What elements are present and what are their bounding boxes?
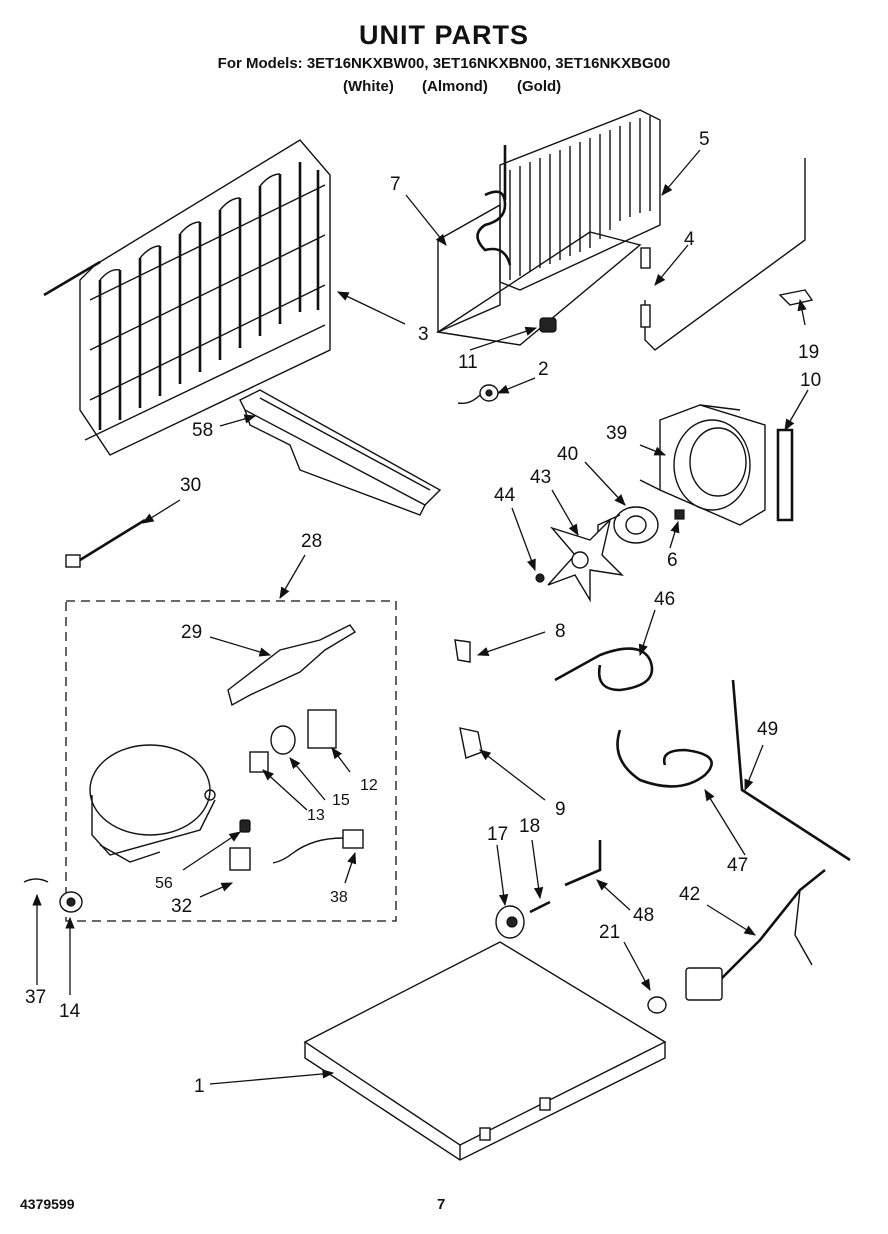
callout-39: 39 (606, 423, 628, 444)
tubing-parts (554, 647, 851, 887)
compressor-grommet-part (23, 878, 83, 913)
drier-part (227, 624, 357, 707)
document-code: 4379599 (20, 1196, 75, 1212)
callout-47: 47 (727, 855, 749, 876)
callout-10: 10 (800, 370, 822, 391)
callout-2: 2 (538, 359, 549, 380)
callout-17: 17 (487, 824, 509, 845)
callout-8: 8 (555, 621, 566, 642)
callout-18: 18 (519, 816, 541, 837)
callout-7: 7 (390, 174, 401, 195)
page-number: 7 (437, 1196, 446, 1213)
callout-38: 38 (330, 889, 348, 906)
callout-56: 56 (155, 875, 173, 892)
fan-shroud-part (639, 404, 794, 526)
callout-19: 19 (798, 342, 820, 363)
callout-46: 46 (654, 589, 676, 610)
callout-1: 1 (194, 1076, 205, 1097)
callout-3: 3 (418, 324, 429, 345)
relay-parts (229, 709, 364, 871)
compressor-part (89, 744, 216, 863)
models-line: For Models: 3ET16NKXBW00, 3ET16NKXBN00, … (217, 55, 671, 72)
callout-44: 44 (494, 485, 516, 506)
callout-14: 14 (59, 1001, 81, 1022)
grommet-part-2 (457, 384, 499, 405)
callout-21: 21 (599, 922, 621, 943)
callout-13: 13 (307, 807, 325, 824)
fan-blade-part (535, 517, 625, 603)
callout-43: 43 (530, 467, 552, 488)
condenser-coil-part (43, 139, 331, 456)
callout-5: 5 (699, 129, 710, 150)
callout-42: 42 (679, 884, 701, 905)
callout-12: 12 (360, 777, 378, 794)
callout-37: 37 (25, 987, 47, 1008)
callout-49: 49 (757, 719, 779, 740)
variant-white: (White) (343, 78, 394, 95)
callout-15: 15 (332, 792, 350, 809)
variant-almond: (Almond) (422, 78, 488, 95)
callout-9: 9 (555, 799, 566, 820)
callout-11: 11 (458, 352, 478, 373)
fan-motor-part (597, 506, 685, 544)
evaporator-assembly-part (436, 109, 661, 346)
wire-tie-part (65, 518, 146, 568)
callout-58: 58 (192, 420, 214, 441)
leader-arrows (32, 149, 809, 1085)
compressor-kit-group-box (65, 600, 397, 922)
thermistor-harness-part (640, 158, 814, 351)
callout-28: 28 (301, 531, 323, 552)
callout-6: 6 (667, 550, 678, 571)
variant-gold: (Gold) (517, 78, 562, 95)
callout-4: 4 (684, 229, 695, 250)
clip-parts (454, 639, 483, 759)
page-title: UNIT PARTS (359, 20, 529, 50)
callout-30: 30 (180, 475, 202, 496)
callout-40: 40 (557, 444, 579, 465)
base-pan-part (303, 941, 667, 1161)
screw-part-11 (539, 317, 557, 333)
callout-32: 32 (171, 896, 193, 917)
drain-trough-part (239, 389, 442, 516)
callout-29: 29 (181, 622, 203, 643)
misc-hardware-parts (495, 868, 826, 1014)
callout-48: 48 (633, 905, 655, 926)
